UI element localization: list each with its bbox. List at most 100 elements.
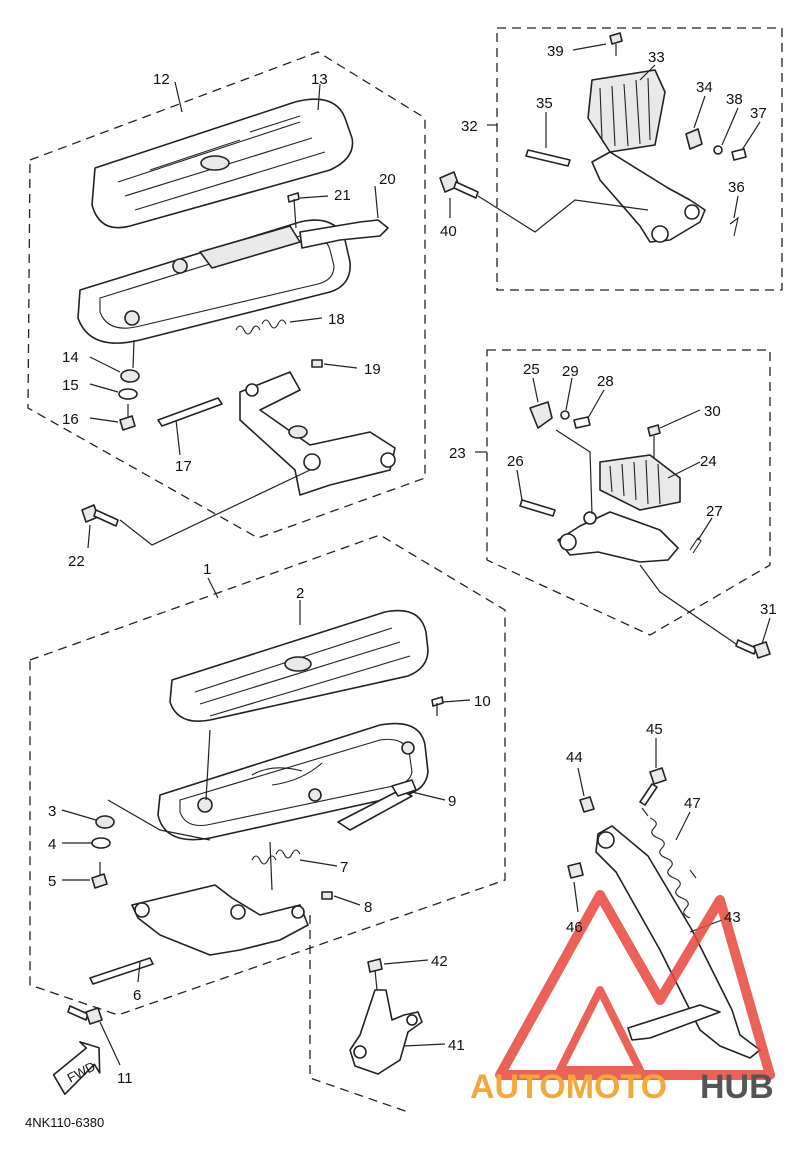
group-12-outline	[27, 51, 426, 539]
callout-30: 30	[704, 403, 721, 420]
bracket-25	[529, 401, 553, 429]
bracket-assy-1	[131, 884, 309, 956]
callout-31: 31	[760, 601, 777, 618]
watermark-logo-icon	[495, 890, 775, 1080]
group-32-outline	[496, 27, 783, 291]
cotter-pin-36	[729, 216, 739, 237]
callout-15: 15	[62, 377, 79, 394]
bracket-20	[299, 219, 389, 249]
bracket-9	[337, 779, 417, 831]
screw-39	[609, 32, 623, 56]
bolt-11	[67, 1005, 103, 1025]
diagram-code: 4NK110-6380	[25, 1115, 104, 1130]
bolt-22	[81, 504, 119, 527]
callout-33: 33	[648, 49, 665, 66]
watermark-part2: HUB	[700, 1068, 774, 1106]
callout-29: 29	[562, 363, 579, 380]
callout-labels: 1 2 3 4 5 6 7 8 9 10 11 12 13 14 15 16 1…	[48, 43, 777, 1087]
callout-43: 43	[724, 909, 741, 926]
screw-10	[431, 696, 444, 716]
clip-19	[311, 359, 323, 368]
callout-39: 39	[547, 43, 564, 60]
callout-28: 28	[597, 373, 614, 390]
cotter-pin-27	[689, 537, 702, 554]
floorboard-mat-13	[91, 98, 354, 229]
pin-35	[525, 149, 571, 167]
bolt-16	[119, 404, 136, 431]
callout-36: 36	[728, 179, 745, 196]
callout-8: 8	[364, 899, 372, 916]
footrest-23	[557, 511, 679, 563]
callout-25: 25	[523, 361, 540, 378]
callout-22: 22	[68, 553, 85, 570]
callout-18: 18	[328, 311, 345, 328]
sidestand-43	[595, 825, 761, 1059]
bolt-31	[735, 639, 771, 659]
pin-6	[89, 957, 154, 985]
callout-2: 2	[296, 585, 304, 602]
callout-5: 5	[48, 873, 56, 890]
callout-14: 14	[62, 349, 79, 366]
bolt-45	[639, 767, 667, 806]
bracket-41	[349, 989, 423, 1075]
callout-41: 41	[448, 1037, 465, 1054]
callout-42: 42	[431, 953, 448, 970]
bolt-42	[367, 958, 383, 991]
floorboard-frame	[77, 219, 351, 344]
callout-21: 21	[334, 187, 351, 204]
washer-4	[91, 837, 111, 849]
pin-26	[519, 499, 556, 517]
callout-24: 24	[700, 453, 717, 470]
watermark-part1: AUTOMOTO	[470, 1068, 667, 1106]
callout-16: 16	[62, 411, 79, 428]
spring-28	[573, 416, 591, 429]
callout-27: 27	[706, 503, 723, 520]
spring-47	[641, 807, 697, 919]
leader-lines-12	[87, 81, 379, 549]
pin-17	[157, 397, 223, 427]
footrest-32	[591, 151, 706, 243]
callout-20: 20	[379, 171, 396, 188]
callout-13: 13	[311, 71, 328, 88]
callout-17: 17	[175, 458, 192, 475]
callout-4: 4	[48, 836, 56, 853]
bolt-40	[439, 171, 479, 199]
callout-1: 1	[203, 561, 211, 578]
spring-18	[235, 319, 287, 335]
callout-6: 6	[133, 987, 141, 1004]
callout-47: 47	[684, 795, 701, 812]
callout-12: 12	[153, 71, 170, 88]
callout-35: 35	[536, 95, 553, 112]
callout-37: 37	[750, 105, 767, 122]
footrest-rubber-33	[587, 69, 666, 153]
watermark-text: AUTOMOTO HUB	[470, 1068, 774, 1106]
clip-8	[321, 891, 333, 900]
nut-46	[567, 862, 584, 879]
spring-7	[251, 849, 301, 865]
washer-38	[713, 145, 723, 155]
leader-lines-sidestand	[573, 738, 723, 933]
callout-7: 7	[340, 859, 348, 876]
callout-38: 38	[726, 91, 743, 108]
collar-3	[95, 815, 115, 829]
callout-9: 9	[448, 793, 456, 810]
callout-32: 32	[461, 118, 478, 135]
leader-lines-32	[449, 43, 761, 233]
screw-37	[731, 148, 747, 161]
footrest-rubber-24	[599, 454, 681, 511]
screw-21	[287, 192, 300, 229]
callout-34: 34	[696, 79, 713, 96]
ball-29	[560, 410, 570, 420]
callout-10: 10	[474, 693, 491, 710]
leader-lines-41	[383, 959, 446, 1047]
callout-46: 46	[566, 919, 583, 936]
nut-44	[579, 796, 595, 813]
floorboard-frame-1	[157, 722, 429, 841]
floorboard-mat-2	[169, 609, 429, 722]
callout-11: 11	[117, 1070, 133, 1087]
callout-19: 19	[364, 361, 381, 378]
callout-44: 44	[566, 749, 583, 766]
bolt-5	[91, 862, 108, 889]
